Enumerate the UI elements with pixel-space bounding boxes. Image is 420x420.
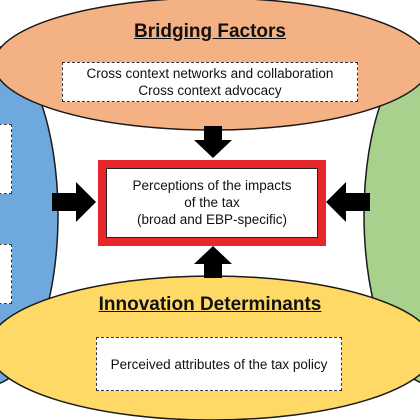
center-line-1: Perceptions of the impacts (132, 178, 292, 193)
center-line-2: of the tax (184, 195, 240, 210)
center-line-3: (broad and EBP-specific) (136, 212, 288, 227)
right-ellipse (363, 46, 420, 384)
left-box-upper (0, 124, 12, 194)
up-arrow-icon (194, 246, 232, 278)
bridging-factors-title: Bridging Factors (133, 21, 286, 42)
center-box-text: Perceptions of the impacts of the tax (b… (106, 168, 318, 238)
bridging-item-advocacy: Cross context advocacy (138, 83, 282, 98)
left-box-lower (0, 244, 12, 304)
innovation-item-attributes: Perceived attributes of the tax policy (110, 357, 328, 372)
center-box: Perceptions of the impacts of the tax (b… (98, 160, 326, 246)
bridging-item-networks: Cross context networks and collaboration (86, 66, 334, 81)
left-arrow-icon (326, 182, 370, 222)
innovation-determinants-title: Innovation Determinants (98, 294, 322, 315)
bridging-factors-box: Cross context networks and collaboration… (62, 62, 358, 102)
down-arrow-icon (194, 126, 232, 158)
right-arrow-icon (52, 182, 96, 222)
innovation-determinants-box: Perceived attributes of the tax policy (96, 337, 342, 391)
left-ellipse (0, 46, 59, 384)
